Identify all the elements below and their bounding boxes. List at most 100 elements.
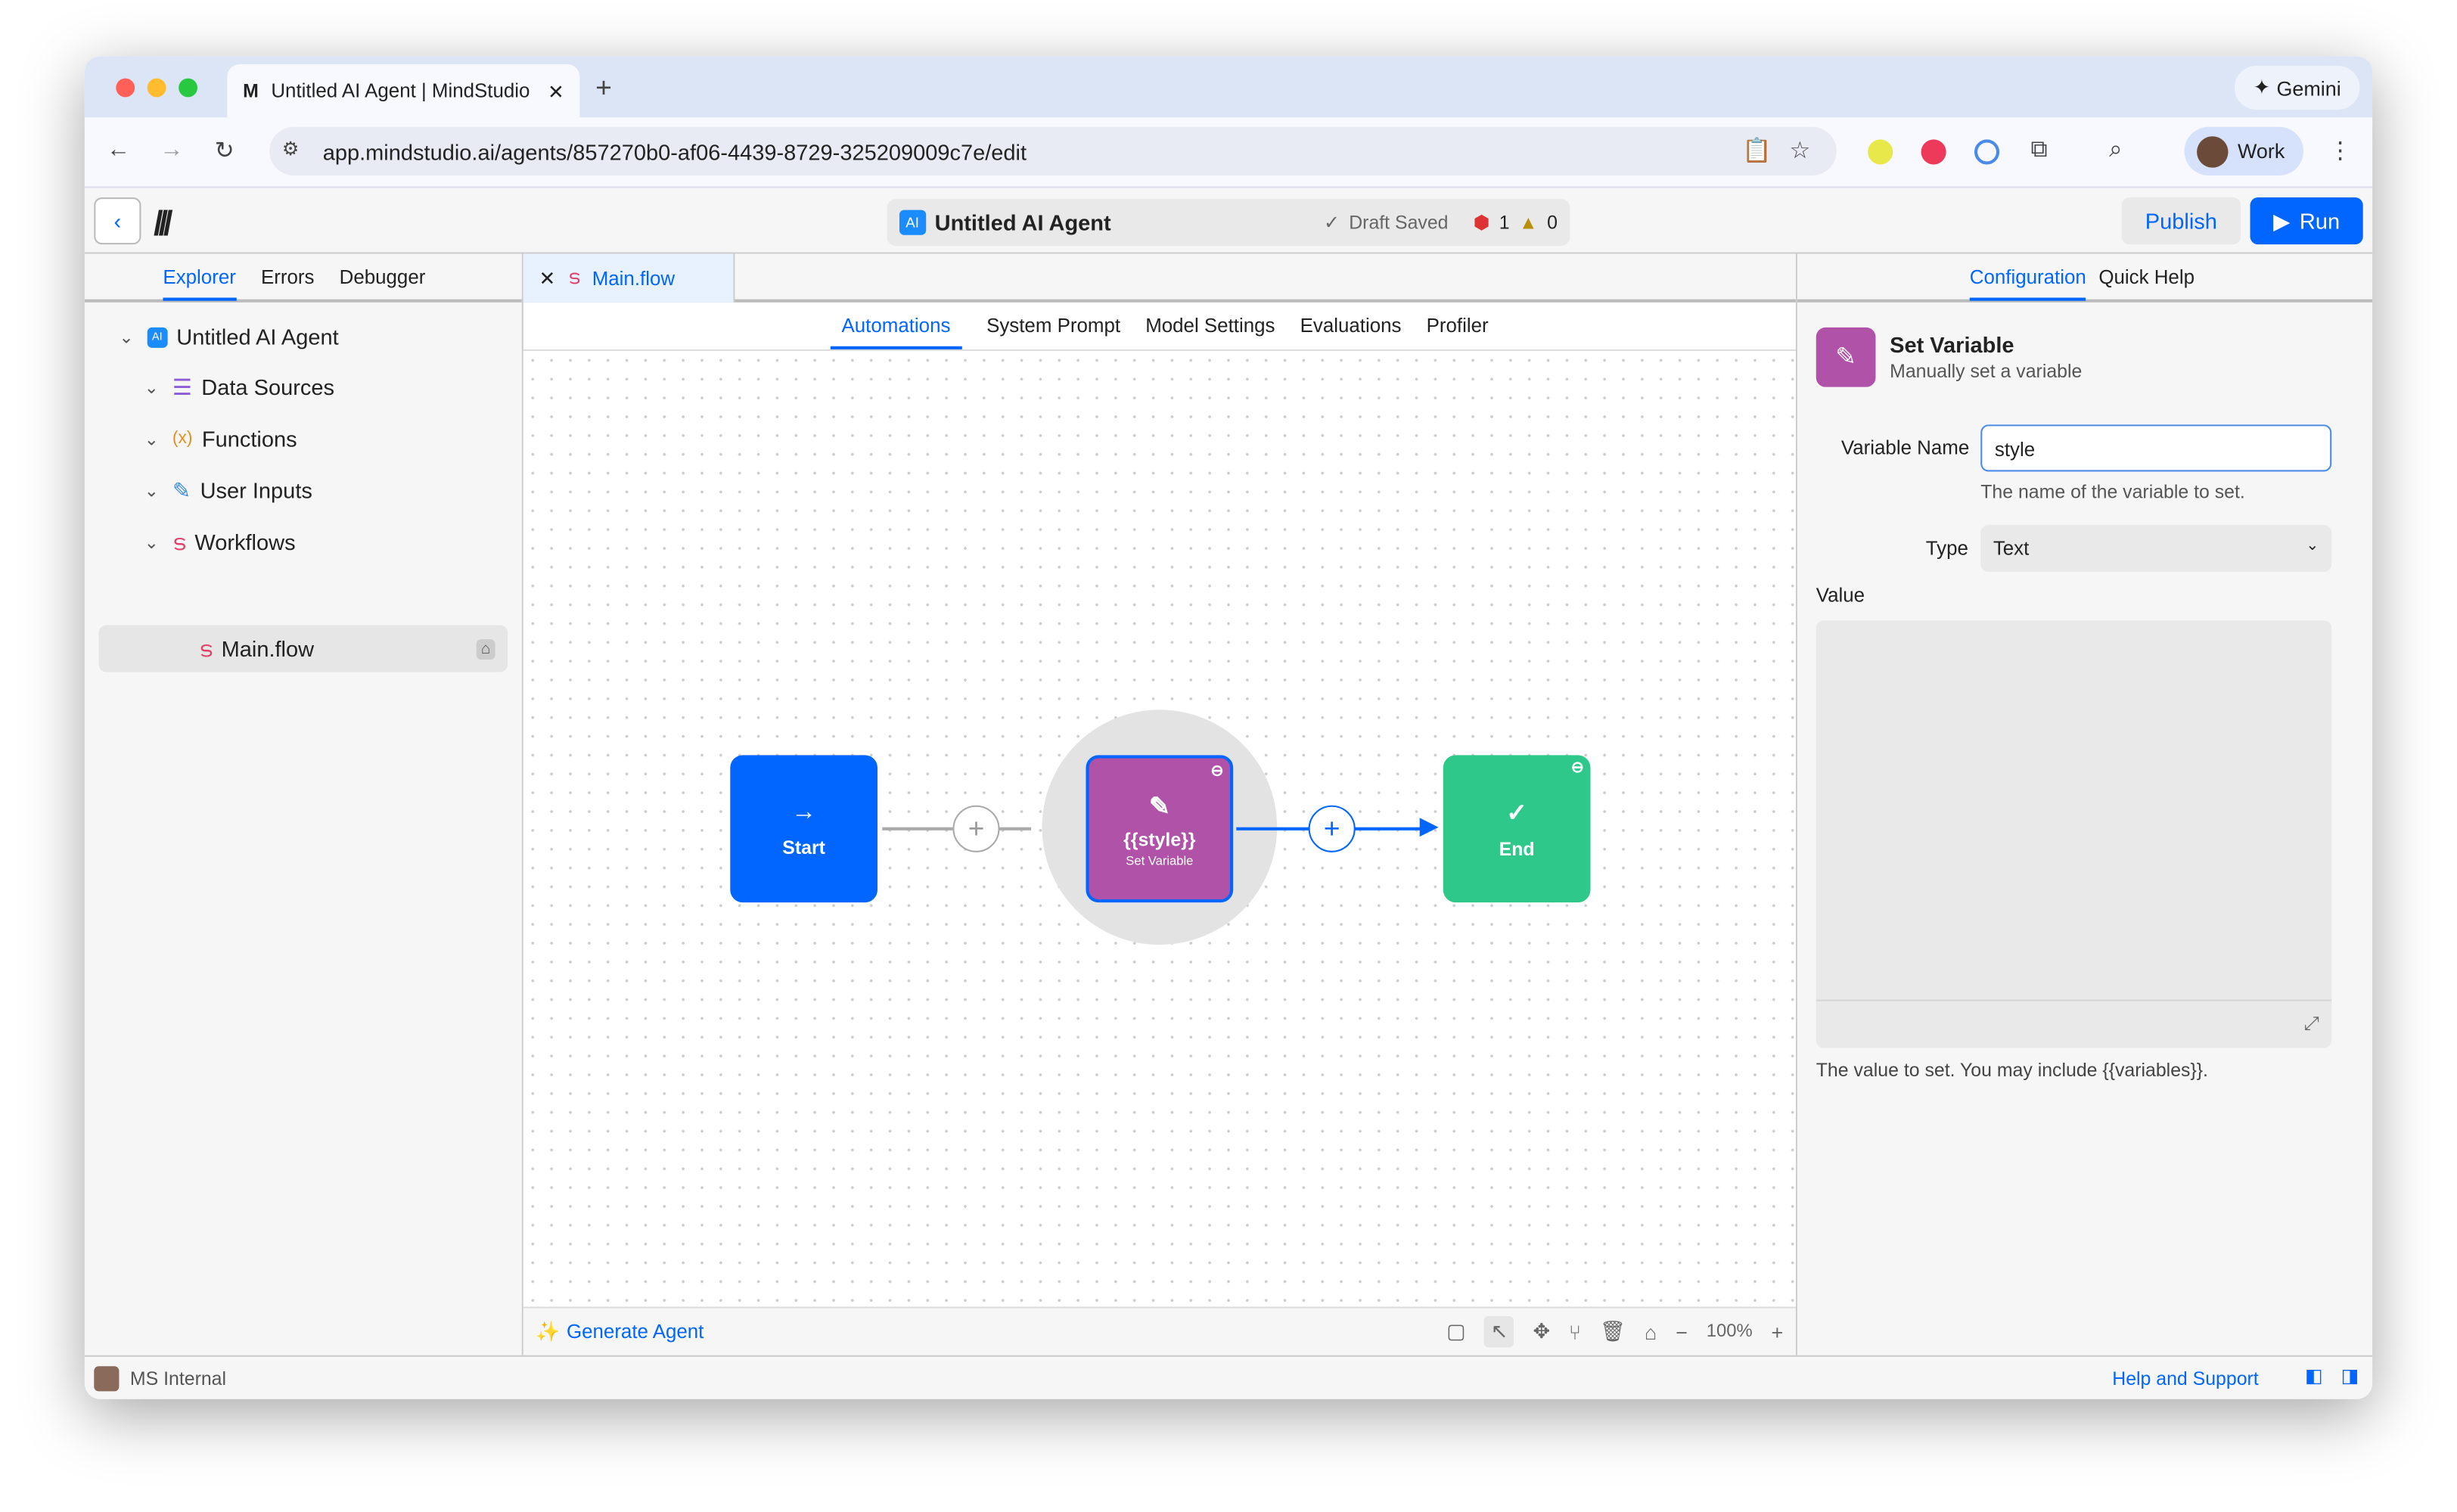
set-variable-node[interactable]: ⊖ ✎ {{style}} Set Variable	[1086, 755, 1234, 903]
edit-icon: ✎	[1148, 793, 1170, 821]
flow-canvas[interactable]: →Start + ⊖ ✎ {{style}} Set Variable + ⊖ …	[523, 350, 1796, 1307]
chevron-down-icon[interactable]: ⌄	[144, 378, 159, 398]
expand-icon[interactable]: ⤢	[2303, 1012, 2319, 1035]
value-label: Value	[1816, 584, 1865, 607]
extension-icon[interactable]	[1921, 139, 1946, 165]
branch-icon[interactable]: ⑂	[1568, 1320, 1582, 1344]
chevron-down-icon[interactable]: ⌄	[144, 481, 159, 501]
workflow-icon: ട	[199, 635, 213, 661]
collapse-icon[interactable]: ⊖	[1210, 762, 1224, 781]
pan-tool-icon[interactable]: ✥	[1533, 1319, 1551, 1343]
workspace-name[interactable]: MS Internal	[129, 1368, 227, 1390]
edit-icon: ✎	[172, 477, 191, 502]
extension-icon[interactable]	[1868, 139, 1893, 165]
bookmark-star-icon[interactable]: ☆	[1789, 138, 1811, 165]
check-icon: ✓	[1323, 211, 1340, 234]
sticky-note-icon[interactable]: ▢	[1446, 1319, 1466, 1343]
divider	[1816, 999, 2332, 1001]
tab-search-icon[interactable]: ⌕	[2109, 136, 2123, 163]
back-button[interactable]: ‹	[94, 197, 141, 245]
tab-evaluations[interactable]: Evaluations	[1300, 315, 1402, 337]
profile-button[interactable]: Work	[2184, 126, 2303, 175]
gemini-label: Gemini	[2276, 76, 2341, 100]
chevron-down-icon[interactable]: ⌄	[144, 533, 159, 553]
type-select[interactable]: Text⌄	[1980, 524, 2332, 573]
node-label: End	[1499, 838, 1535, 861]
help-and-support-link[interactable]: Help and Support	[2112, 1368, 2259, 1390]
tree-item-functions[interactable]: ⌄(x)Functions	[144, 417, 297, 461]
tab-profiler[interactable]: Profiler	[1426, 315, 1489, 337]
close-icon[interactable]: ✕	[539, 268, 556, 290]
extensions-puzzle-icon[interactable]: ⧉	[2030, 136, 2048, 163]
reload-icon[interactable]: ↻	[214, 138, 235, 165]
tree-label: Workflows	[194, 529, 296, 555]
tab-automations[interactable]: Automations	[831, 315, 961, 349]
right-panel-tabs: Configuration Quick Help	[1797, 254, 2373, 303]
avatar	[2197, 135, 2229, 167]
publish-button[interactable]: Publish	[2121, 197, 2241, 245]
block-subtitle: Manually set a variable	[1890, 360, 2083, 383]
minimize-window-button[interactable]	[147, 78, 166, 98]
check-circle-icon: ✓	[1506, 800, 1527, 827]
zoom-out-icon[interactable]: −	[1676, 1320, 1688, 1344]
error-icon[interactable]: ⬢	[1473, 211, 1490, 234]
close-tab-icon[interactable]: ✕	[547, 80, 564, 103]
tab-debugger[interactable]: Debugger	[339, 265, 426, 288]
ai-badge-icon: AI	[899, 210, 926, 235]
forward-icon[interactable]: →	[160, 136, 184, 163]
value-textarea[interactable]: ⤢	[1816, 620, 2332, 1048]
tab-system-prompt[interactable]: System Prompt	[986, 315, 1121, 337]
maximize-window-button[interactable]	[179, 78, 197, 98]
close-window-button[interactable]	[116, 78, 135, 98]
zoom-in-icon[interactable]: +	[1771, 1320, 1784, 1344]
variable-name-input[interactable]: style	[1980, 424, 2332, 472]
browser-tab[interactable]: M Untitled AI Agent | MindStudio ✕	[227, 64, 580, 118]
generate-agent-button[interactable]: ✨Generate Agent	[536, 1320, 704, 1343]
trash-icon[interactable]: 🗑	[1599, 1319, 1626, 1343]
chevron-down-icon: ⌄	[2306, 537, 2319, 555]
clipboard-icon[interactable]: 📋	[1742, 138, 1772, 165]
home-icon[interactable]: ⌂	[1644, 1320, 1657, 1344]
tab-quick-help[interactable]: Quick Help	[2098, 265, 2195, 288]
select-tool-icon[interactable]: ↖	[1484, 1315, 1514, 1348]
file-tab-label: Main.flow	[592, 267, 676, 290]
chevron-down-icon[interactable]: ⌄	[144, 430, 159, 449]
tab-explorer[interactable]: Explorer	[163, 265, 236, 300]
toggle-right-panel-icon[interactable]: ◨	[2341, 1365, 2359, 1387]
toggle-left-panel-icon[interactable]: ◧	[2305, 1365, 2323, 1387]
end-node[interactable]: ⊖ ✓ End	[1443, 755, 1591, 903]
tree-item-data-sources[interactable]: ⌄☰Data Sources	[144, 365, 334, 409]
run-label: Run	[2299, 208, 2341, 234]
extension-icon[interactable]	[1974, 139, 2000, 165]
add-block-button[interactable]: +	[1308, 805, 1356, 852]
tree-label: Main.flow	[221, 635, 315, 662]
gemini-button[interactable]: ✦Gemini	[2234, 65, 2360, 110]
site-settings-icon[interactable]: ⚙	[281, 138, 300, 160]
tree-item-user-inputs[interactable]: ⌄✎User Inputs	[144, 468, 312, 512]
home-icon[interactable]: ⌂	[476, 638, 495, 660]
tab-model-settings[interactable]: Model Settings	[1145, 315, 1275, 337]
tree-label: Data Sources	[201, 374, 335, 400]
app-header: ‹ /// AI Untitled AI Agent ✓ Draft Saved…	[84, 188, 2373, 254]
draft-status: Draft Saved	[1349, 211, 1449, 234]
new-tab-icon[interactable]: +	[595, 72, 612, 104]
url-bar[interactable]: ⚙ app.mindstudio.ai/agents/857270b0-af06…	[269, 126, 1837, 175]
run-button[interactable]: ▶Run	[2250, 197, 2363, 245]
start-node[interactable]: →Start	[730, 755, 878, 903]
chevron-down-icon[interactable]: ⌄	[119, 328, 134, 347]
more-menu-icon[interactable]: ⋮	[2328, 138, 2353, 165]
agent-name[interactable]: Untitled AI Agent	[934, 210, 1111, 235]
add-block-button[interactable]: +	[952, 805, 1000, 852]
warning-icon[interactable]: ▲	[1519, 211, 1538, 234]
collapse-icon[interactable]: ⊖	[1570, 759, 1585, 778]
tab-errors[interactable]: Errors	[260, 265, 315, 288]
back-icon[interactable]: ←	[106, 136, 130, 163]
tab-configuration[interactable]: Configuration	[1969, 265, 2086, 300]
tree-item-main-flow[interactable]: ട Main.flow ⌂	[98, 625, 508, 672]
node-sublabel: Set Variable	[1126, 852, 1194, 868]
